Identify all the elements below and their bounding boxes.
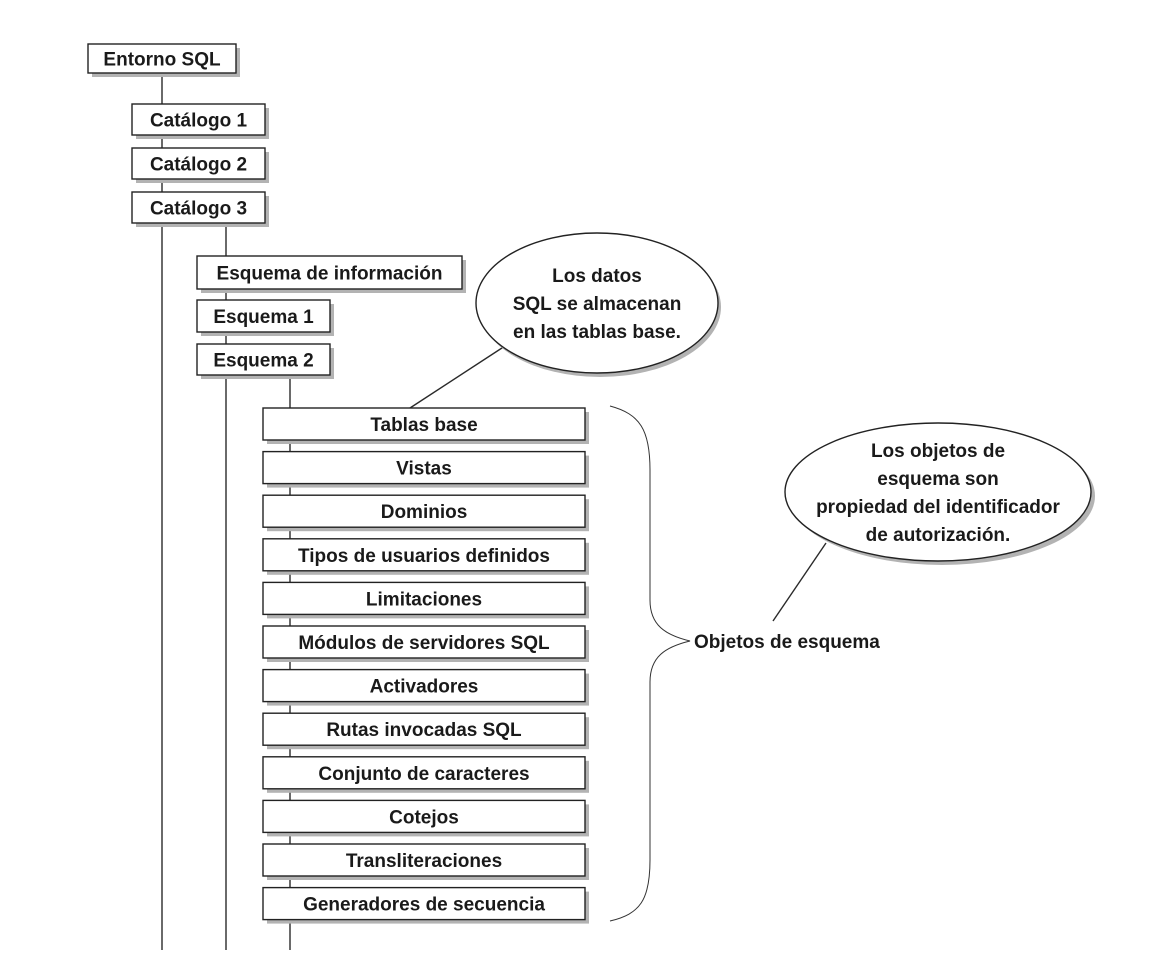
schema-objects-brace: [609, 405, 691, 922]
schema-node: Esquema 2: [196, 343, 334, 379]
schema-object-node: Transliteraciones: [262, 843, 589, 880]
box-label: Esquema de información: [217, 264, 443, 285]
box-label: Dominios: [381, 502, 468, 523]
callout-text: Los objetos de esquema son propiedad del i…: [816, 441, 1060, 546]
callout-line: propiedad del identificador: [816, 497, 1060, 518]
root-node-entorno-sql: Entorno SQL: [87, 43, 240, 77]
box-label: Catálogo 3: [150, 199, 247, 220]
schema-object-node: Vistas: [262, 450, 589, 488]
box-frame: [87, 43, 237, 74]
box-frame: [262, 581, 586, 616]
box-frame: [262, 625, 586, 659]
box-label: Tablas base: [370, 415, 477, 436]
schema-object-node: Generadores de secuencia: [262, 886, 589, 924]
callout-bubble: [475, 232, 719, 374]
box-label: Rutas invocadas SQL: [326, 720, 522, 741]
box-label: Catálogo 2: [150, 155, 247, 176]
catalog-node: Catálogo 1: [131, 103, 269, 139]
callout-bubble: [784, 422, 1092, 562]
callout-line: Los datos: [552, 266, 642, 287]
box-frame: [196, 255, 463, 290]
box-frame: [131, 147, 266, 180]
box-label: Módulos de servidores SQL: [298, 633, 550, 654]
box-frame: [262, 407, 586, 441]
callout-line: esquema son: [877, 469, 998, 490]
schema-object-node: Rutas invocadas SQL: [262, 712, 589, 750]
box-frame: [262, 538, 586, 572]
schema-object-node: Tipos de usuarios definidos: [262, 538, 589, 575]
box-frame: [196, 299, 331, 333]
box-frame: [262, 494, 586, 528]
box-frame: [131, 103, 266, 136]
box-label: Limitaciones: [366, 589, 482, 610]
box-label: Conjunto de caracteres: [318, 764, 529, 785]
box-label: Esquema 1: [213, 307, 314, 328]
schema-object-node: Dominios: [262, 494, 589, 532]
box-label: Activadores: [370, 677, 479, 698]
box-label: Generadores de secuencia: [303, 895, 545, 916]
box-label: Vistas: [396, 459, 452, 480]
schema-objects-label: Objetos de esquema: [694, 632, 880, 653]
schema-object-node: Cotejos: [262, 799, 589, 837]
box-frame: [262, 799, 586, 834]
schema-object-node: Conjunto de caracteres: [262, 756, 589, 793]
schema-node: Esquema 1: [196, 299, 334, 336]
box-frame: [262, 886, 586, 921]
box-label: Cotejos: [389, 807, 459, 828]
box-label: Esquema 2: [213, 351, 313, 372]
callout-line: de autorización.: [866, 525, 1011, 546]
box-frame: [262, 712, 586, 746]
box-label: Tipos de usuarios definidos: [298, 546, 550, 567]
box-frame: [131, 191, 266, 224]
callout-line: en las tablas base.: [513, 322, 681, 343]
callout-line: SQL se almacenan: [513, 294, 682, 315]
schema-node: Esquema de información: [196, 255, 466, 293]
callout-pointer-line: [409, 345, 506, 409]
catalog-node: Catálogo 2: [131, 147, 269, 183]
schema-object-node: Limitaciones: [262, 581, 589, 619]
schema-object-node: Activadores: [262, 668, 589, 706]
catalog-node: Catálogo 3: [131, 191, 269, 227]
nodes-layer: Entorno SQL Catálogo 1 Catálogo 2 Catálogo …: [87, 43, 589, 924]
schema-object-node: Módulos de servidores SQL: [262, 625, 589, 662]
box-frame: [262, 756, 586, 790]
box-label: Catálogo 1: [150, 111, 248, 132]
box-label: Transliteraciones: [346, 851, 502, 872]
box-frame: [262, 843, 586, 877]
box-frame: [262, 450, 586, 485]
callout-schema-ownership: Los objetos de esquema son propiedad del i…: [772, 422, 1095, 622]
box-frame: [262, 668, 586, 703]
schema-object-node: Tablas base: [262, 407, 589, 444]
callout-pointer-line: [772, 542, 827, 622]
box-frame: [196, 343, 331, 376]
box-label: Entorno SQL: [103, 50, 221, 71]
callout-line: Los objetos de: [871, 441, 1005, 462]
